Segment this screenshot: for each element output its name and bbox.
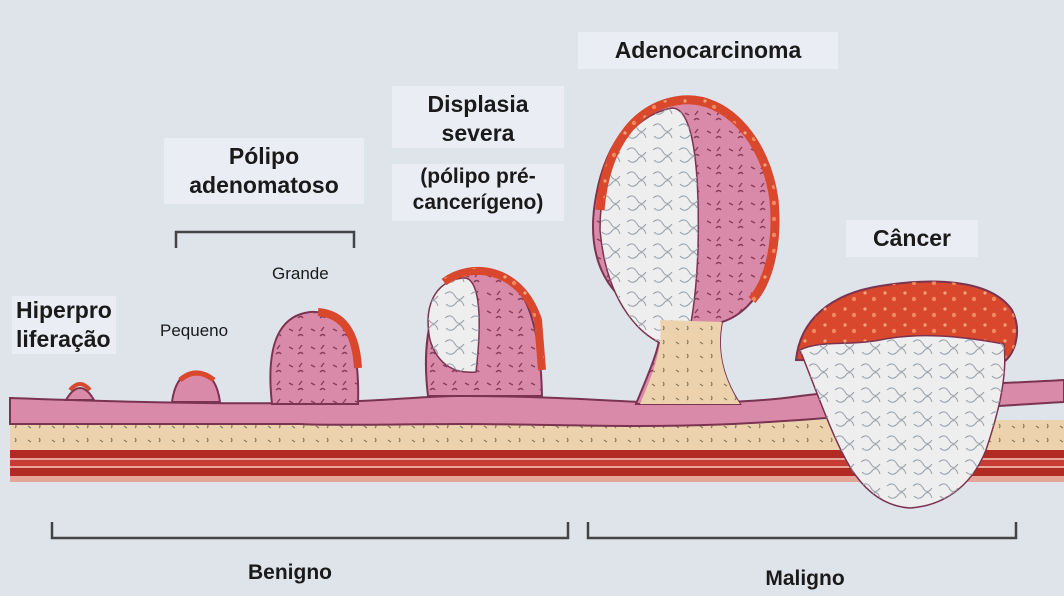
label-benigno: Benigno	[230, 560, 350, 586]
benign-bracket	[52, 522, 568, 538]
label-polipo-adenomatoso: Pólipo adenomatoso	[164, 138, 364, 204]
label-adenocarcinoma: Adenocarcinoma	[578, 32, 838, 69]
label-displasia-severa: Displasia severa	[392, 86, 564, 148]
label-grande: Grande	[272, 263, 329, 284]
adenocarcinoma-polyp	[593, 98, 777, 404]
adenomatous-bracket	[176, 232, 354, 248]
dysplasia-polyp	[426, 270, 542, 396]
label-cancer: Câncer	[846, 220, 978, 257]
label-pequeno: Pequeno	[160, 320, 228, 341]
small-polyp	[172, 372, 220, 402]
hyperproliferation-bump	[66, 384, 94, 400]
label-displasia-sub: (pólipo pré- cancerígeno)	[392, 164, 564, 221]
label-maligno: Maligno	[740, 566, 870, 592]
malignant-bracket	[588, 522, 1016, 538]
label-hiperproliferacao: Hiperpro liferação	[12, 296, 116, 354]
large-polyp	[270, 312, 358, 404]
